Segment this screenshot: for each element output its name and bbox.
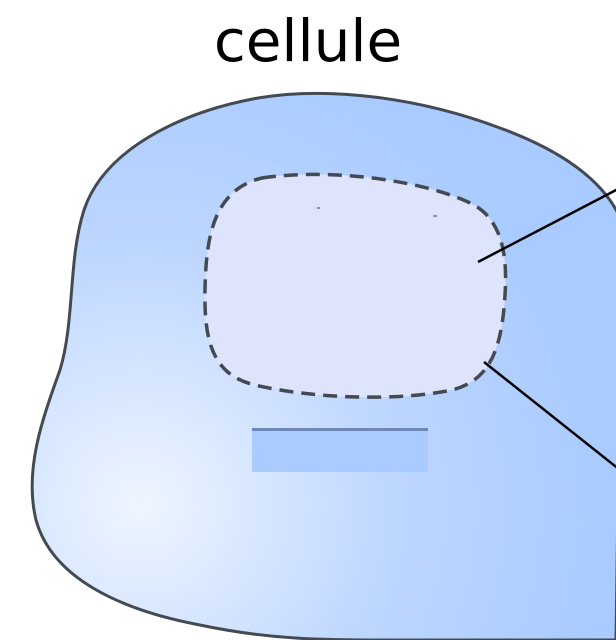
label-mask <box>252 428 428 472</box>
nucleus-speck <box>317 207 320 209</box>
nucleus-speck <box>433 215 437 217</box>
label-mask-edge <box>252 428 428 431</box>
nucleus <box>205 174 506 397</box>
